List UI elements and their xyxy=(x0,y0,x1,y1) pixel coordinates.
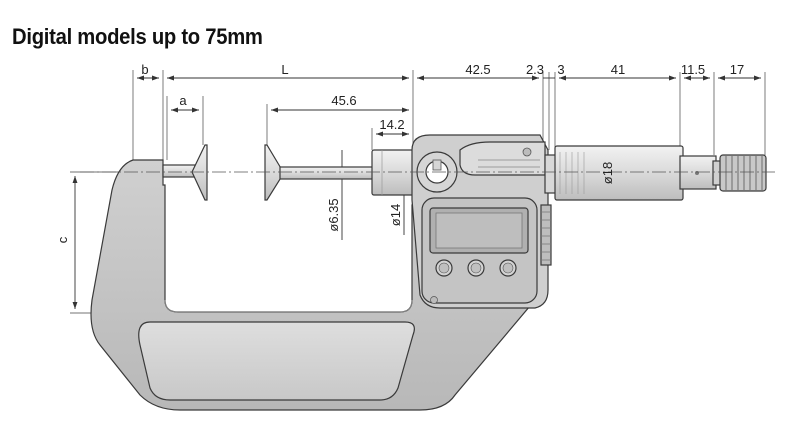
dim-a: a xyxy=(179,93,187,108)
dim-2-3: 2.3 xyxy=(526,62,544,77)
dim-41: 41 xyxy=(611,62,625,77)
anvil xyxy=(162,144,208,201)
spindle xyxy=(264,144,415,201)
dia-14: ø14 xyxy=(388,204,403,226)
ratchet-knob xyxy=(719,154,767,192)
dim-11-5: 11.5 xyxy=(681,62,705,77)
page-title: Digital models up to 75mm xyxy=(12,24,263,49)
dim-42-5: 42.5 xyxy=(465,62,490,77)
dim-17: 17 xyxy=(730,62,744,77)
thimble-assembly xyxy=(544,145,767,201)
dim-3: 3 xyxy=(557,62,564,77)
dim-L: L xyxy=(281,62,288,77)
dim-14-2: 14.2 xyxy=(379,117,404,132)
insulator-pad xyxy=(138,321,415,401)
dim-45-6: 45.6 xyxy=(331,93,356,108)
dimension-labels: b L a 45.6 14.2 42.5 2.3 3 41 11.5 17 c … xyxy=(55,62,744,243)
dim-c: c xyxy=(55,236,70,243)
dim-b: b xyxy=(141,62,148,77)
dia-6-35: ø6.35 xyxy=(326,198,341,231)
digital-head xyxy=(411,134,552,309)
dia-18: ø18 xyxy=(600,162,615,184)
